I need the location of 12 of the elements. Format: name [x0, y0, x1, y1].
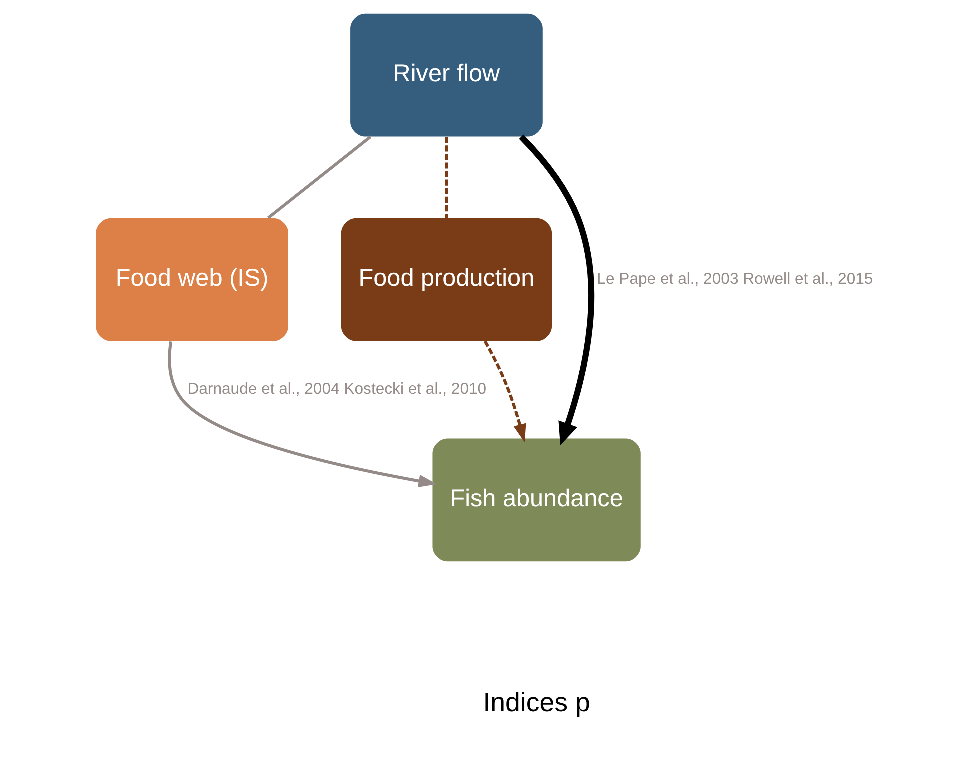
- node-box: River flow: [350, 13, 543, 136]
- node-box: Food production: [341, 218, 552, 341]
- edge-label: Darnaude et al., 2004 Kostecki et al., 2010: [188, 380, 487, 398]
- node-box: Food web (IS): [96, 218, 288, 341]
- connector: [267, 135, 372, 219]
- connector: [445, 136, 448, 218]
- arrow: [519, 134, 595, 446]
- edge-label: Le Pape et al., 2003 Rowell et al., 2015: [597, 270, 874, 288]
- label: Indices p: [483, 686, 590, 717]
- node-box: Fish abundance: [432, 438, 641, 562]
- arrow: [484, 340, 526, 442]
- arrow: [168, 341, 438, 488]
